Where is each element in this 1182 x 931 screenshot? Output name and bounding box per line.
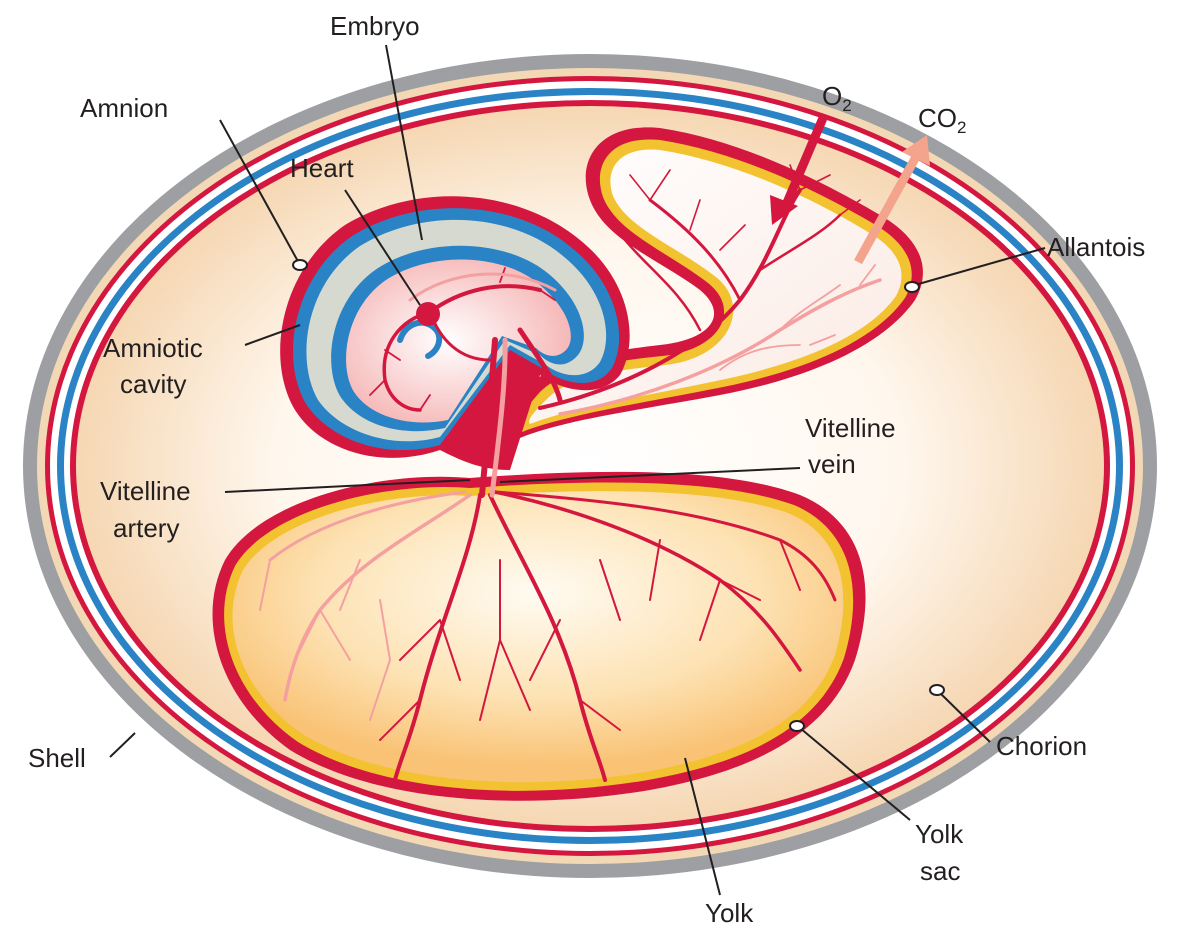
label-heart: Heart <box>290 153 354 183</box>
label-vitelline-vein-line1: Vitelline <box>805 413 896 443</box>
label-amniotic-cavity-line2: cavity <box>120 369 186 399</box>
label-yolk-sac-line1: Yolk <box>915 819 964 849</box>
label-vitelline-artery-line1: Vitelline <box>100 476 191 506</box>
label-vitelline-artery-line2: artery <box>113 513 179 543</box>
label-yolk: Yolk <box>705 898 754 928</box>
yolk-sac <box>213 472 866 801</box>
heart-shape <box>416 302 440 326</box>
label-o2: O2 <box>822 81 852 115</box>
label-shell: Shell <box>28 743 86 773</box>
label-yolk-sac-line2: sac <box>920 856 960 886</box>
label-embryo: Embryo <box>330 11 420 41</box>
label-amniotic-cavity-line1: Amniotic <box>103 333 203 363</box>
label-chorion: Chorion <box>996 731 1087 761</box>
label-amnion: Amnion <box>80 93 168 123</box>
label-allantois: Allantois <box>1047 232 1145 262</box>
label-vitelline-vein-line2: vein <box>808 449 856 479</box>
label-co2: CO2 <box>918 103 966 137</box>
